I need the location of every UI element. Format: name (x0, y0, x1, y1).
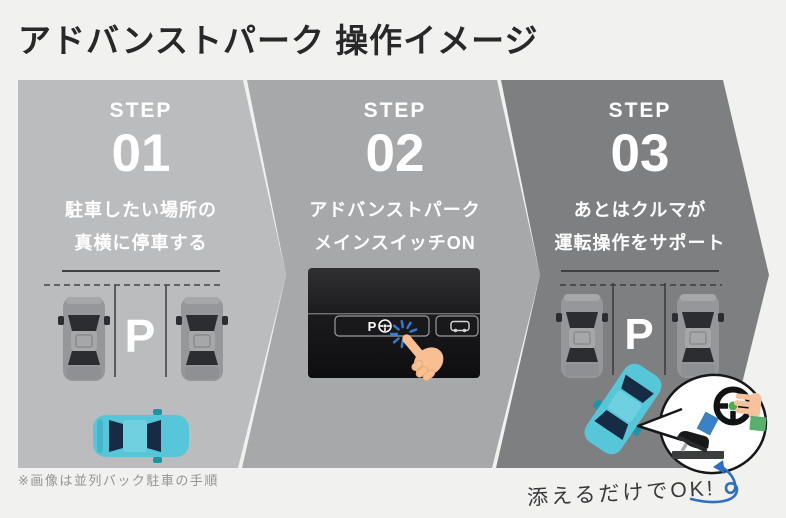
step1-desc-line2: 真横に停車する (74, 233, 208, 253)
parked-car-icon (671, 293, 725, 379)
ego-car-icon (93, 409, 189, 463)
step2-description: アドバンストパーク メインスイッチON (284, 194, 506, 260)
step2-switch-image: P (308, 268, 480, 382)
steering-wheel-glyph (378, 319, 392, 333)
tap-effect-icon (389, 319, 418, 349)
step3-divider (561, 270, 719, 272)
bubble-tail (636, 407, 683, 442)
parked-car-icon (57, 296, 111, 382)
step1-desc-line1: 駐車したい場所の (65, 200, 217, 220)
step1-number: 01 (111, 124, 171, 183)
footnote: ※画像は並列バック駐車の手順 (18, 473, 219, 488)
step3-block: STEP 03 あとはクルマが 運転操作をサポート (529, 100, 751, 280)
panel-seam (308, 313, 480, 315)
step2-block: STEP 02 アドバンストパーク メインスイッチON (284, 100, 506, 280)
step1-label: STEP (109, 99, 173, 122)
step1-description: 駐車したい場所の 真横に停車する (30, 194, 252, 260)
parking-p-sign: P (624, 310, 653, 359)
step3-number: 03 (610, 124, 670, 183)
step2-desc-line1: アドバンストパーク (309, 200, 481, 220)
park-button-label: P (368, 319, 377, 334)
step3-parking-diagram: P (555, 283, 768, 504)
park-assist-button: P (334, 315, 430, 337)
speech-bubble (636, 373, 768, 475)
pant-leg-icon (696, 411, 719, 436)
step1-parking-diagram: P (44, 284, 229, 463)
step3-desc-line1: あとはクルマが (573, 200, 707, 220)
step3-description: あとはクルマが 運転操作をサポート (529, 194, 751, 260)
page-title: アドバンストパーク 操作イメージ (18, 22, 539, 59)
camera-button (435, 315, 479, 337)
step2-label: STEP (363, 99, 427, 122)
step2-number: 02 (365, 124, 425, 183)
step2-desc-line2: メインスイッチON (314, 233, 476, 253)
step3-label: STEP (608, 99, 672, 122)
parked-car-icon (175, 296, 229, 382)
curved-arrow-icon (689, 460, 739, 504)
shoe-icon (676, 431, 710, 453)
step1-block: STEP 01 駐車したい場所の 真横に停車する (30, 100, 252, 280)
floor-bar (672, 451, 724, 459)
hand-on-wheel-icon (734, 393, 767, 432)
car-icon (450, 320, 470, 333)
parked-car-icon (555, 293, 609, 379)
step1-divider (62, 270, 220, 272)
parking-p-sign: P (125, 310, 156, 362)
step3-desc-line2: 運転操作をサポート (554, 233, 726, 253)
pointing-hand-icon (402, 334, 444, 382)
